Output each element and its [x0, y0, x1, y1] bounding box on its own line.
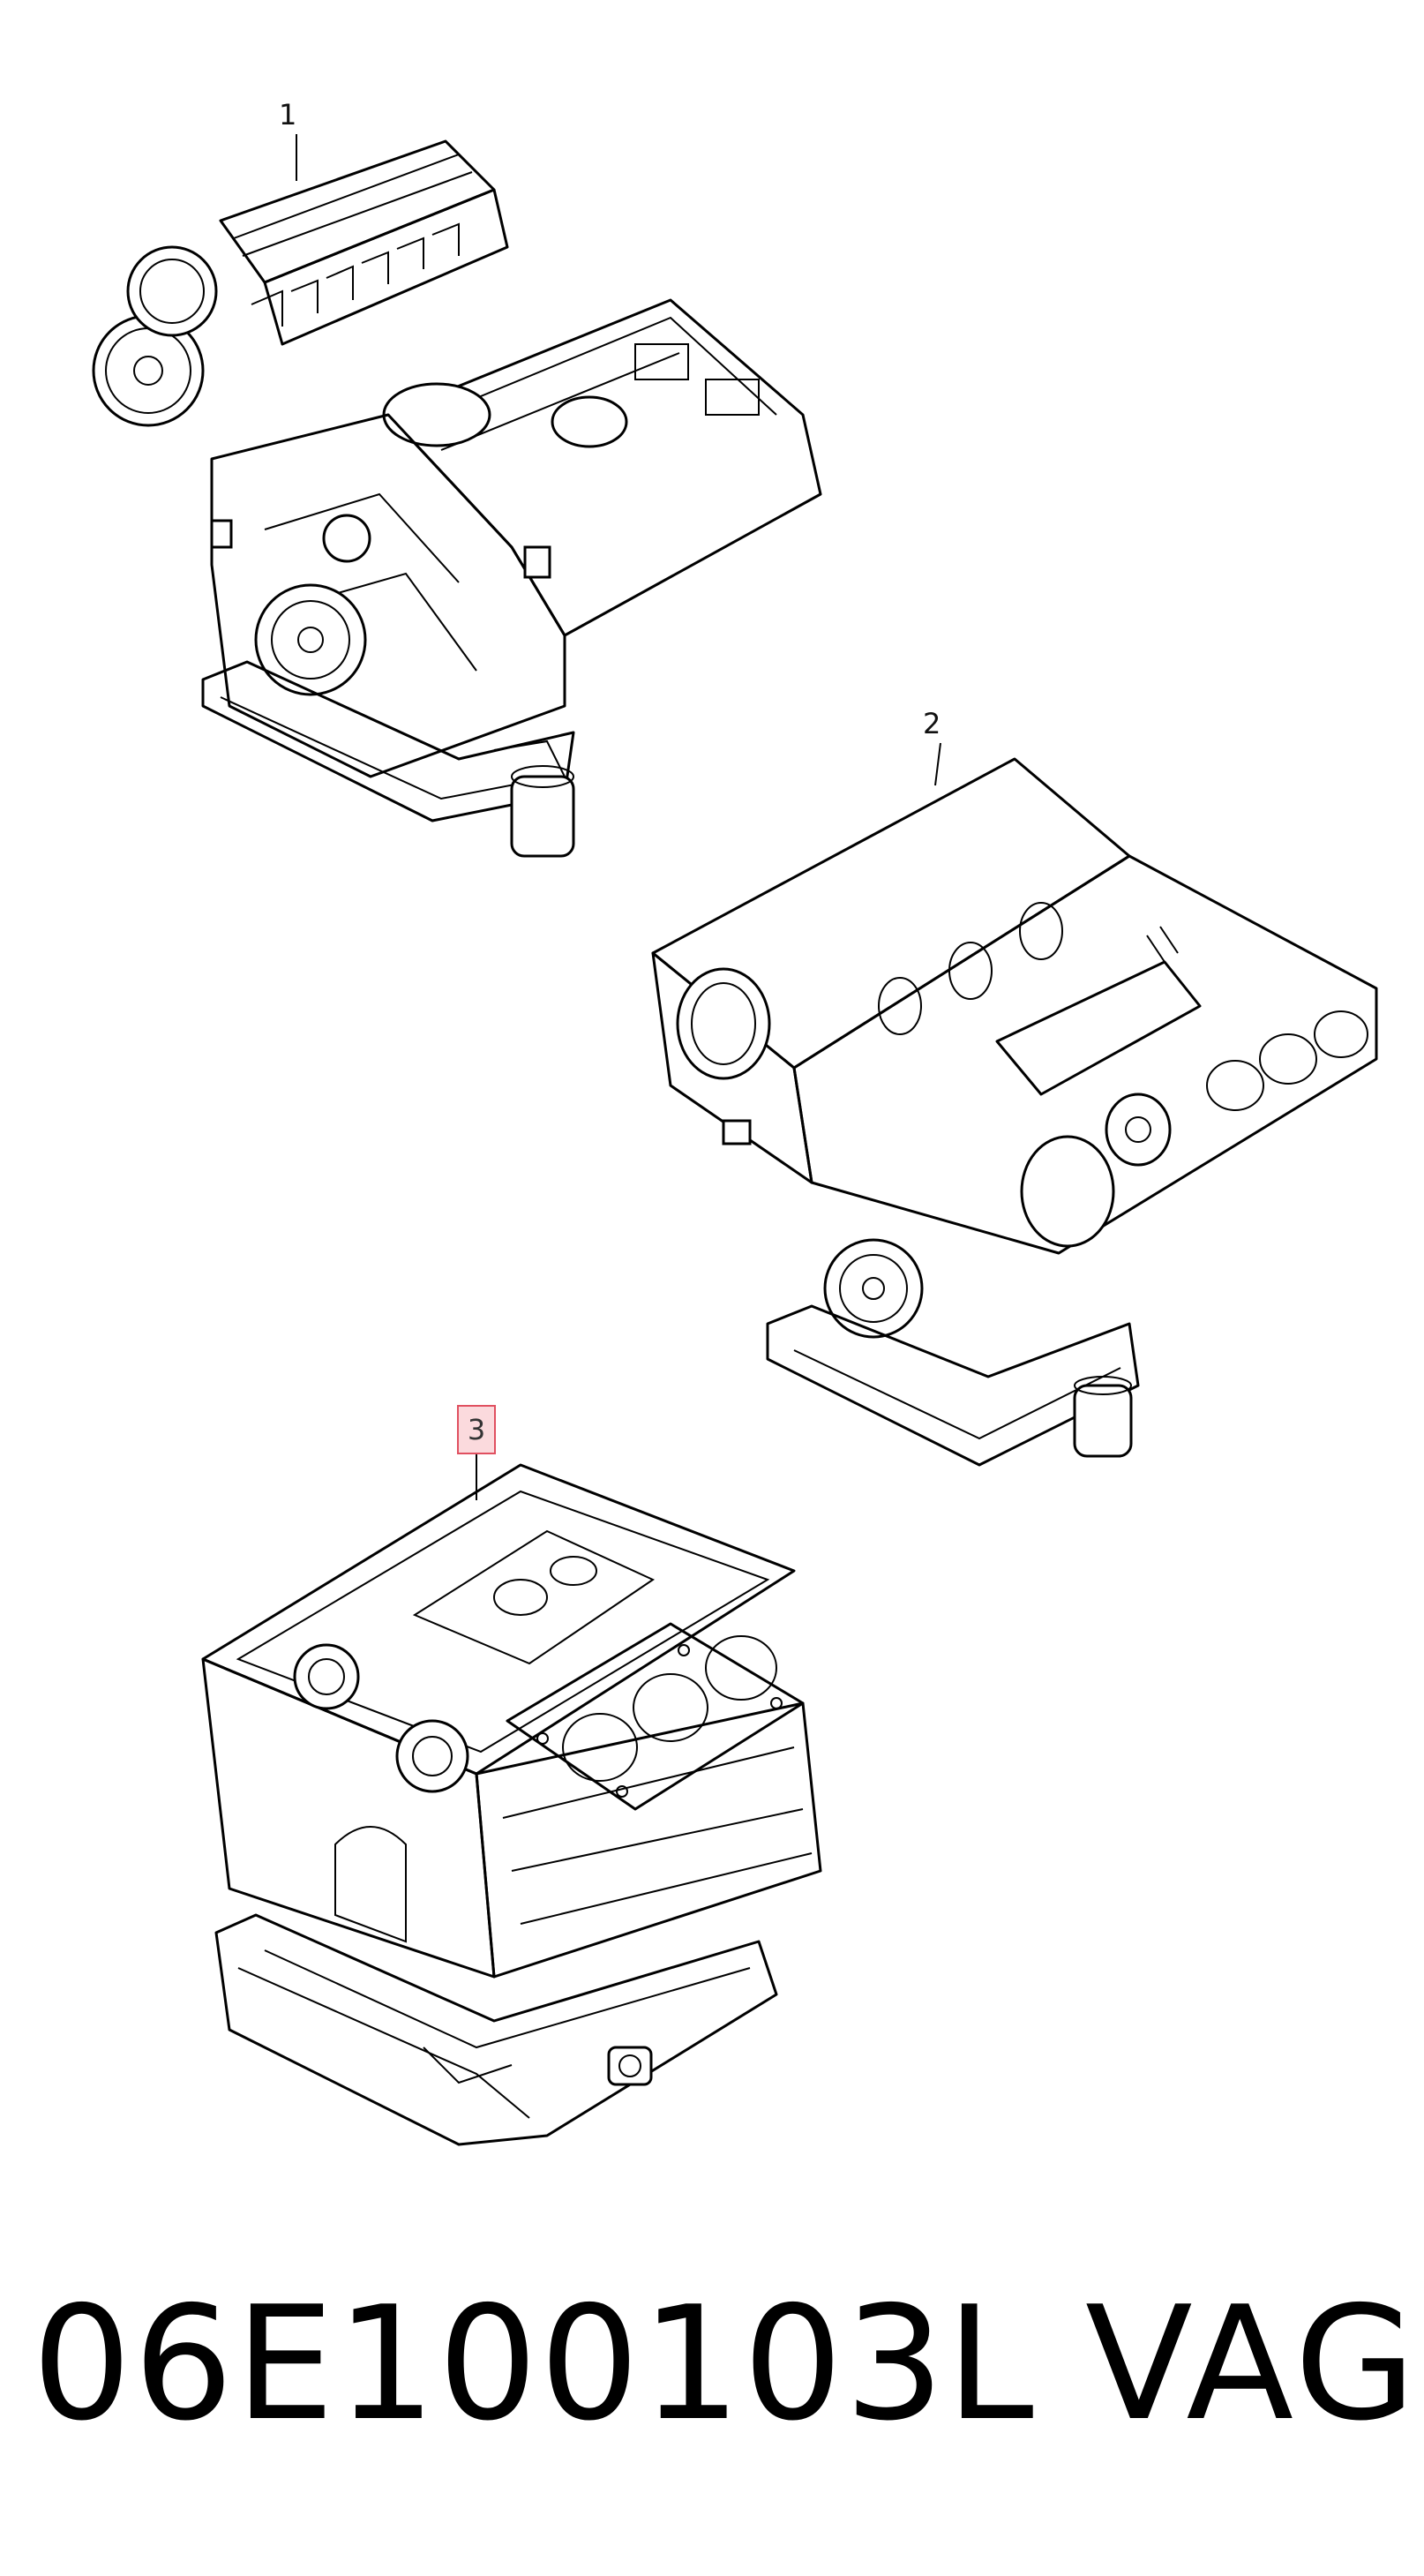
callout-label-3-highlighted[interactable]: 3 [457, 1405, 496, 1454]
engine-block-drawing [201, 1454, 822, 2146]
callout-label-2: 2 [923, 707, 941, 740]
part-number: 06E100103L [32, 2272, 1036, 2455]
long-block-drawing [651, 742, 1378, 1467]
part-footer: 06E100103L VAG [0, 2286, 1424, 2462]
complete-engine-drawing [92, 134, 822, 858]
brand-name: VAG [1085, 2272, 1420, 2455]
callout-label-1: 1 [279, 98, 297, 131]
